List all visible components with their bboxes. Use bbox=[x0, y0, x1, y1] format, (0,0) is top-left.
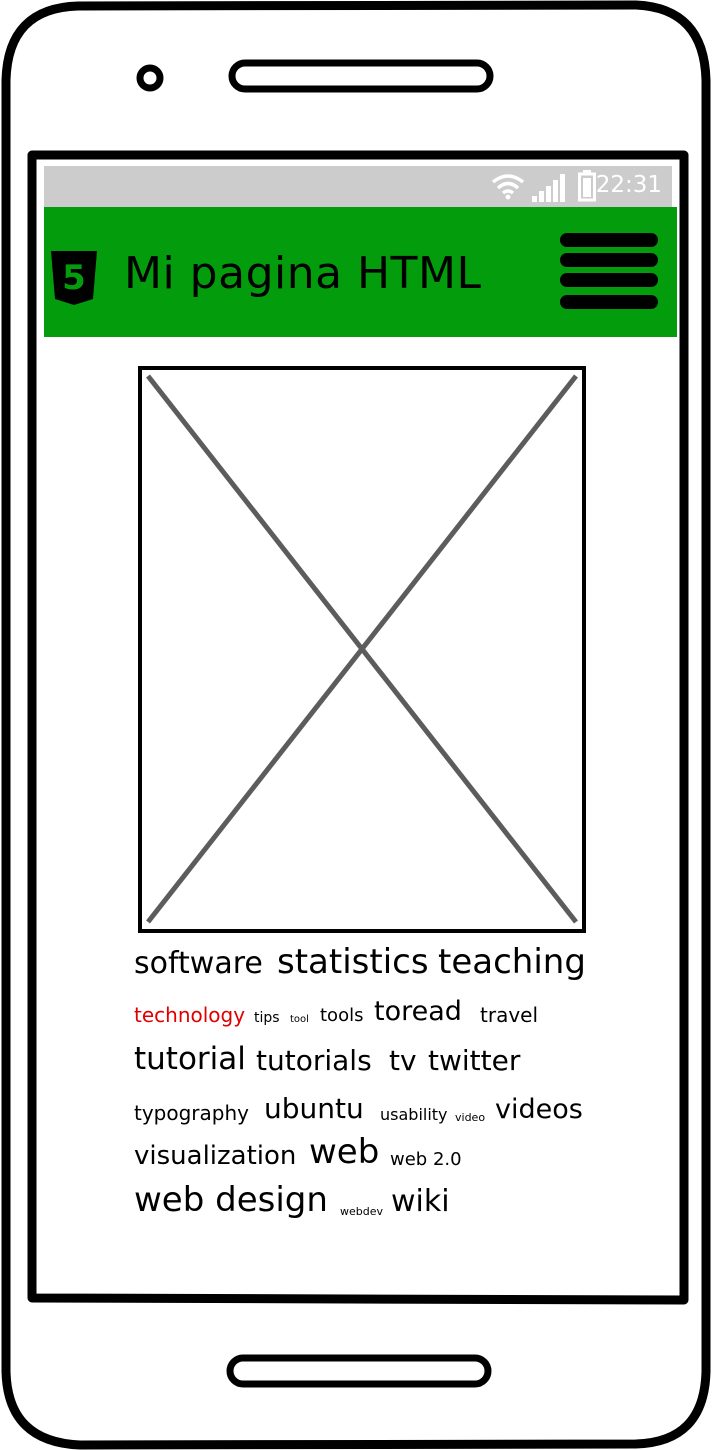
tag-statistics[interactable]: statistics bbox=[277, 942, 429, 982]
html5-logo-mark: 5 bbox=[62, 258, 86, 298]
html5-logo-icon: 5 bbox=[51, 251, 97, 305]
page-title: Mi pagina HTML bbox=[124, 248, 482, 299]
home-slot bbox=[226, 1354, 492, 1388]
tag-video[interactable]: video bbox=[455, 1111, 486, 1124]
camera-icon bbox=[136, 64, 164, 92]
tag-row: technology tips tool tools toread travel bbox=[134, 987, 594, 1033]
tag-cloud: software statistics teaching technology … bbox=[134, 940, 594, 1225]
tag-row: tutorial tutorials tv twitter bbox=[134, 1033, 594, 1083]
tag-videos[interactable]: videos bbox=[495, 1094, 583, 1125]
tag-software[interactable]: software bbox=[134, 946, 263, 981]
tag-tools[interactable]: tools bbox=[320, 1005, 364, 1026]
status-bar: 22:31 bbox=[44, 166, 672, 208]
tag-tutorial[interactable]: tutorial bbox=[134, 1041, 246, 1077]
tag-tv[interactable]: tv bbox=[389, 1044, 417, 1077]
tag-teaching[interactable]: teaching bbox=[438, 942, 586, 982]
tag-toread[interactable]: toread bbox=[374, 996, 462, 1027]
speaker-slot bbox=[228, 59, 494, 93]
tag-tool[interactable]: tool bbox=[290, 1014, 309, 1025]
hamburger-menu-icon[interactable] bbox=[560, 233, 658, 309]
signal-bars-icon bbox=[532, 174, 565, 202]
tag-twitter[interactable]: twitter bbox=[428, 1044, 521, 1077]
tag-web[interactable]: web bbox=[309, 1132, 380, 1172]
wifi-icon bbox=[491, 174, 525, 200]
tag-typography[interactable]: typography bbox=[134, 1101, 249, 1125]
tag-usability[interactable]: usability bbox=[380, 1105, 448, 1124]
tag-row: typography ubuntu usability video videos bbox=[134, 1083, 594, 1131]
battery-icon bbox=[578, 170, 596, 202]
tag-row: software statistics teaching bbox=[134, 940, 594, 987]
tag-visualization[interactable]: visualization bbox=[134, 1141, 297, 1171]
tag-webdev[interactable]: webdev bbox=[340, 1205, 384, 1218]
tag-ubuntu[interactable]: ubuntu bbox=[264, 1092, 364, 1125]
tag-row: visualization web web 2.0 bbox=[134, 1131, 594, 1177]
app-header: 5 Mi pagina HTML bbox=[44, 207, 677, 337]
status-time: 22:31 bbox=[595, 172, 662, 198]
tag-row: web design webdev wiki bbox=[134, 1177, 594, 1225]
tag-tutorials[interactable]: tutorials bbox=[256, 1044, 372, 1077]
image-placeholder bbox=[138, 366, 586, 933]
tag-tips[interactable]: tips bbox=[254, 1010, 280, 1026]
tag-travel[interactable]: travel bbox=[480, 1003, 539, 1027]
tag-web-2-0[interactable]: web 2.0 bbox=[390, 1149, 462, 1170]
tag-web-design[interactable]: web design bbox=[134, 1180, 328, 1220]
tag-technology[interactable]: technology bbox=[134, 1003, 246, 1027]
tag-wiki[interactable]: wiki bbox=[391, 1184, 450, 1219]
